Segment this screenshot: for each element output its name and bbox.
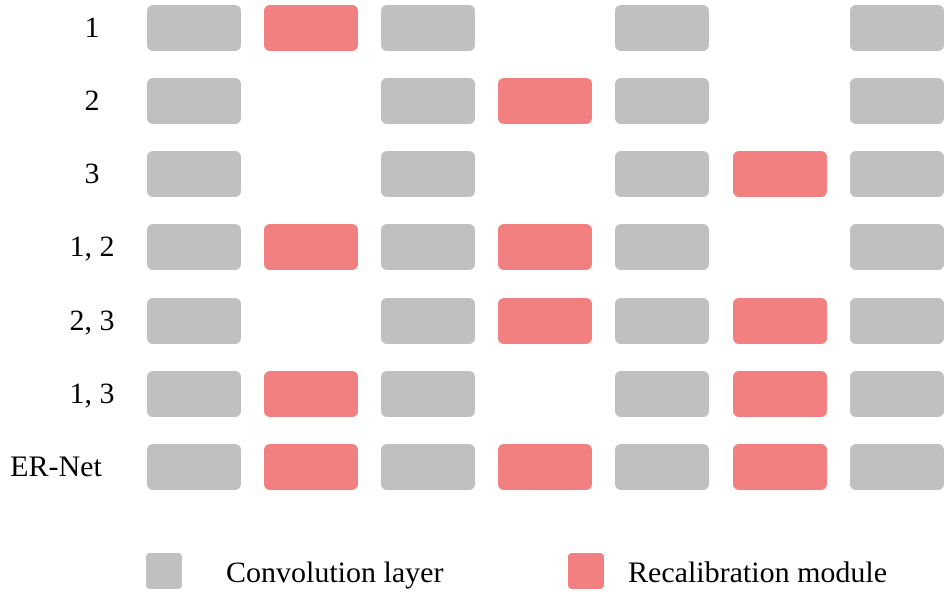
convolution-layer-block	[147, 371, 241, 417]
row-label: ER-Net	[10, 450, 102, 483]
legend-conv-label: Convolution layer	[226, 556, 444, 589]
convolution-layer-block	[381, 5, 475, 51]
convolution-layer-block	[850, 444, 944, 490]
row-label: 1, 2	[69, 230, 115, 263]
row-label: 2	[84, 84, 100, 117]
convolution-layer-block	[381, 298, 475, 344]
convolution-layer-block	[850, 78, 944, 124]
convolution-layer-block	[147, 224, 241, 270]
convolution-layer-block	[850, 298, 944, 344]
recalibration-module-block	[264, 371, 358, 417]
convolution-layer-block	[850, 151, 944, 197]
row-label: 2, 3	[69, 304, 115, 337]
recalibration-module-block	[733, 151, 827, 197]
recalibration-module-block	[498, 444, 592, 490]
convolution-layer-block	[615, 224, 709, 270]
convolution-layer-block	[615, 298, 709, 344]
convolution-layer-block	[381, 371, 475, 417]
convolution-layer-block	[850, 371, 944, 417]
convolution-layer-block	[147, 444, 241, 490]
convolution-layer-block	[850, 224, 944, 270]
convolution-layer-block	[381, 444, 475, 490]
convolution-layer-block	[147, 151, 241, 197]
recalibration-module-block	[733, 371, 827, 417]
row-label: 1	[84, 11, 100, 44]
recalibration-module-block	[264, 5, 358, 51]
convolution-layer-block	[615, 5, 709, 51]
convolution-layer-block	[147, 5, 241, 51]
convolution-layer-block	[381, 224, 475, 270]
recalibration-module-block	[498, 78, 592, 124]
legend-recal-label: Recalibration module	[628, 556, 888, 589]
convolution-layer-block	[615, 151, 709, 197]
convolution-layer-block	[381, 151, 475, 197]
convolution-layer-block	[615, 78, 709, 124]
convolution-layer-block	[615, 371, 709, 417]
recalibration-module-block	[498, 224, 592, 270]
recalibration-module-block	[733, 444, 827, 490]
convolution-layer-block	[615, 444, 709, 490]
legend-conv-swatch	[146, 553, 182, 589]
convolution-layer-block	[850, 5, 944, 51]
convolution-layer-block	[381, 78, 475, 124]
row-label: 3	[84, 157, 100, 190]
row-label: 1, 3	[69, 377, 115, 410]
recalibration-module-block	[264, 224, 358, 270]
recalibration-module-block	[264, 444, 358, 490]
legend-recal-swatch	[568, 553, 604, 589]
convolution-layer-block	[147, 298, 241, 344]
recalibration-module-block	[733, 298, 827, 344]
convolution-layer-block	[147, 78, 241, 124]
recalibration-module-block	[498, 298, 592, 344]
